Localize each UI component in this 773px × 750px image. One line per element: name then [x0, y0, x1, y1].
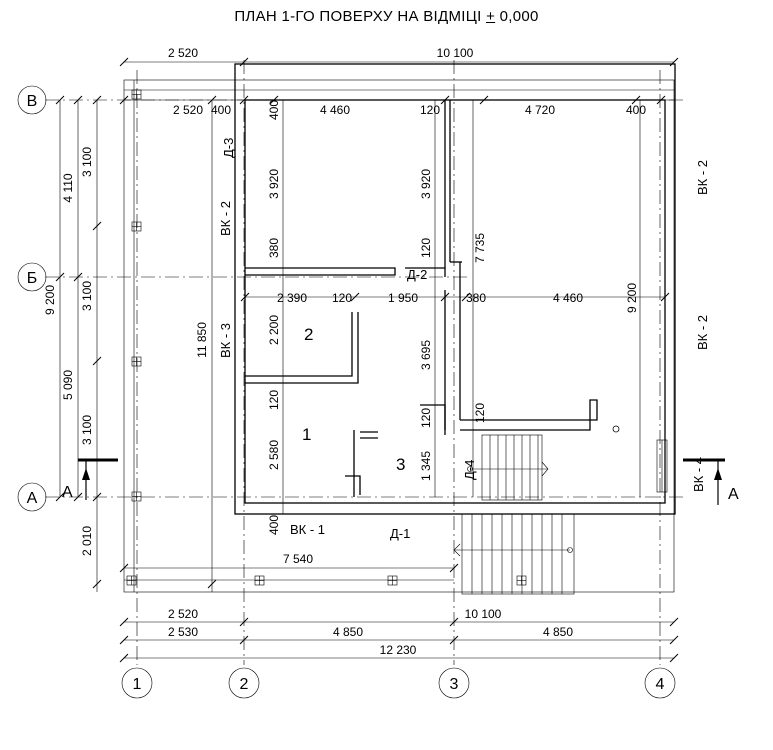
dim-v-400b: 400 [267, 515, 281, 535]
dim-left-5090: 5 090 [61, 370, 75, 400]
window-right [656, 439, 668, 493]
label-vk2-left: ВК - 2 [218, 201, 233, 236]
dim-v-3920b: 3 920 [419, 169, 433, 199]
dim-row2-400a: 400 [211, 103, 231, 117]
axis-row-v: В [27, 93, 38, 110]
dim-top-2520: 2 520 [168, 46, 198, 60]
label-vk4: ВК - 4 [691, 457, 706, 492]
dim-row2-4460: 4 460 [320, 103, 350, 117]
dim-v-3920a: 3 920 [267, 169, 281, 199]
dim-row2-2520: 2 520 [173, 103, 203, 117]
plan-title: ПЛАН 1-ГО ПОВЕРХУ НА ВІДМІЦІ + 0,000 [0, 8, 773, 25]
stairs-upper [467, 434, 549, 501]
dimension-lines [55, 57, 679, 663]
stairs-lower [453, 513, 575, 595]
section-label-right: А [728, 486, 739, 503]
dim-row2-120: 120 [420, 103, 440, 117]
section-label-left: А [62, 484, 73, 501]
label-vk2-right-top: ВК - 2 [695, 160, 710, 195]
dim-bot-2530: 2 530 [168, 625, 198, 639]
label-d1: Д-1 [390, 526, 410, 541]
dim-v-9200r: 9 200 [625, 283, 639, 313]
dim-v-120c: 120 [419, 408, 433, 428]
section-marks [78, 458, 725, 505]
label-d3: Д-3 [221, 138, 236, 158]
label-vk3: ВК - 3 [218, 323, 233, 358]
axis-col-1: 1 [133, 676, 142, 693]
columns [126, 89, 527, 586]
axis-row-a: А [27, 490, 38, 507]
dim-v-120b: 120 [419, 238, 433, 258]
dim-v-1345: 1 345 [419, 451, 433, 481]
interior-walls [245, 100, 620, 497]
room-3-label: 3 [396, 455, 405, 474]
dim-v-120a: 120 [267, 390, 281, 410]
dim-left-3100a: 3 100 [80, 147, 94, 177]
dim-bot-4850b: 4 850 [543, 625, 573, 639]
dim-v-3695: 3 695 [419, 340, 433, 370]
dim-bot-7540: 7 540 [283, 552, 313, 566]
dim-left-3100c: 3 100 [80, 415, 94, 445]
dim-mid-380: 380 [466, 291, 486, 305]
axis-row-b: Б [27, 270, 38, 287]
dim-left-9200: 9 200 [43, 285, 57, 315]
dim-v-380: 380 [267, 238, 281, 258]
axis-bubbles [17, 85, 676, 699]
dim-left-2010: 2 010 [80, 526, 94, 556]
label-vk1: ВК - 1 [290, 522, 325, 537]
room-1-label: 1 [302, 425, 311, 444]
label-d4: Д-4 [462, 460, 477, 480]
dim-mid-1950: 1 950 [388, 291, 418, 305]
label-d2: Д-2 [407, 267, 427, 282]
dim-left-4110: 4 110 [61, 173, 75, 202]
dim-bot-2520: 2 520 [168, 607, 198, 621]
label-vk2-right-mid: ВК - 2 [695, 315, 710, 350]
dim-v-400: 400 [267, 100, 281, 120]
dim-row2-4720: 4 720 [525, 103, 555, 117]
dim-row2-400b: 400 [626, 103, 646, 117]
dim-v-2200: 2 200 [267, 315, 281, 345]
axis-col-4: 4 [656, 676, 665, 693]
dim-v-2580: 2 580 [267, 440, 281, 470]
plan-title-prefix: ПЛАН 1-ГО ПОВЕРХУ НА ВІДМІЦІ [234, 8, 482, 25]
room-2-label: 2 [304, 325, 313, 344]
axis-col-3: 3 [450, 676, 459, 693]
dim-mid-120: 120 [332, 291, 352, 305]
dim-v-7735: 7 735 [473, 233, 487, 263]
plan-title-plusminus: + [486, 8, 496, 25]
axis-col-2: 2 [240, 676, 249, 693]
outer-outline [123, 63, 676, 593]
dim-mid-2390: 2 390 [277, 291, 307, 305]
dim-bot-10100: 10 100 [465, 607, 502, 621]
dim-mid-4460: 4 460 [553, 291, 583, 305]
dim-v-120d: 120 [473, 403, 487, 423]
dim-v-11850: 11 850 [195, 322, 209, 358]
dim-bot-12230: 12 230 [380, 643, 417, 657]
dim-top-10100: 10 100 [437, 46, 474, 60]
plan-title-value: 0,000 [499, 8, 539, 25]
dim-bot-4850a: 4 850 [333, 625, 363, 639]
dim-left-3100b: 3 100 [80, 281, 94, 311]
